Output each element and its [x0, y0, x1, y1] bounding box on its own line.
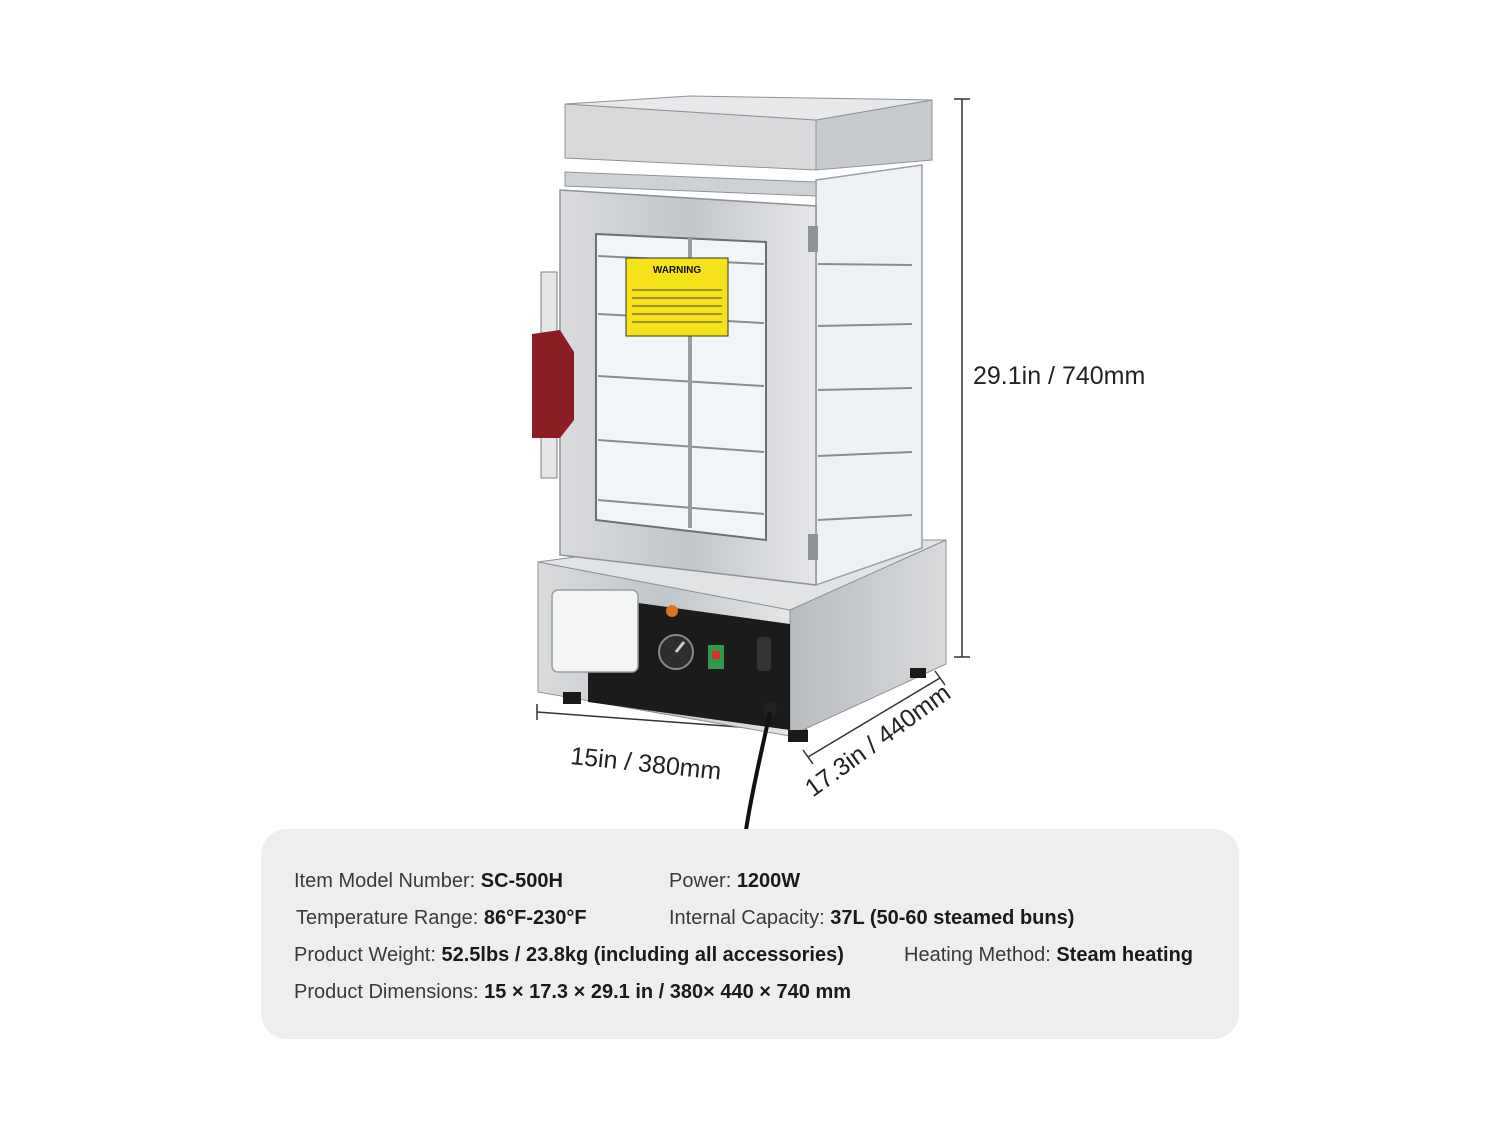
height-dimension-line	[954, 98, 970, 658]
base-unit	[537, 539, 947, 830]
spec-label: Product Weight:	[294, 944, 442, 966]
warning-sticker-title: WARNING	[653, 265, 702, 276]
spec-temperature-range: Temperature Range: 86°F-230°F	[296, 907, 587, 930]
depth-dimension-line	[802, 670, 946, 765]
spec-label: Power:	[669, 870, 737, 892]
spec-value: 52.5lbs / 23.8kg (including all accessor…	[441, 944, 844, 966]
spec-value: Steam heating	[1056, 944, 1194, 966]
spec-label: Product Dimensions:	[294, 981, 485, 1003]
display-cabinet: WARNING	[532, 95, 933, 587]
spec-label: Internal Capacity:	[669, 907, 831, 929]
specifications-panel: Item Model Number: SC-500H Power: 1200W …	[261, 829, 1239, 1039]
spec-label: Temperature Range:	[296, 907, 484, 929]
spec-value: 37L (50-60 steamed buns)	[830, 907, 1075, 929]
spec-value: 86°F-230°F	[483, 907, 587, 929]
spec-power: Power: 1200W	[669, 870, 800, 893]
spec-model-number: Item Model Number: SC-500H	[294, 870, 563, 893]
spec-product-dimensions: Product Dimensions: 15 × 17.3 × 29.1 in …	[294, 981, 851, 1004]
spec-value: 1200W	[736, 870, 801, 892]
door-handle	[532, 271, 574, 479]
food-steamer-illustration: WARNING	[532, 95, 970, 830]
height-dimension-label: 29.1in / 740mm	[973, 362, 1146, 390]
spec-label: Heating Method:	[904, 944, 1057, 966]
spec-value: 15 × 17.3 × 29.1 in / 380× 440 × 740 mm	[484, 981, 852, 1003]
warning-sticker: WARNING	[625, 257, 729, 337]
spec-value: SC-500H	[480, 870, 563, 892]
spec-heating-method: Heating Method: Steam heating	[904, 944, 1193, 967]
spec-internal-capacity: Internal Capacity: 37L (50-60 steamed bu…	[669, 907, 1074, 930]
spec-product-weight: Product Weight: 52.5lbs / 23.8kg (includ…	[294, 944, 844, 967]
spec-label: Item Model Number:	[294, 870, 481, 892]
